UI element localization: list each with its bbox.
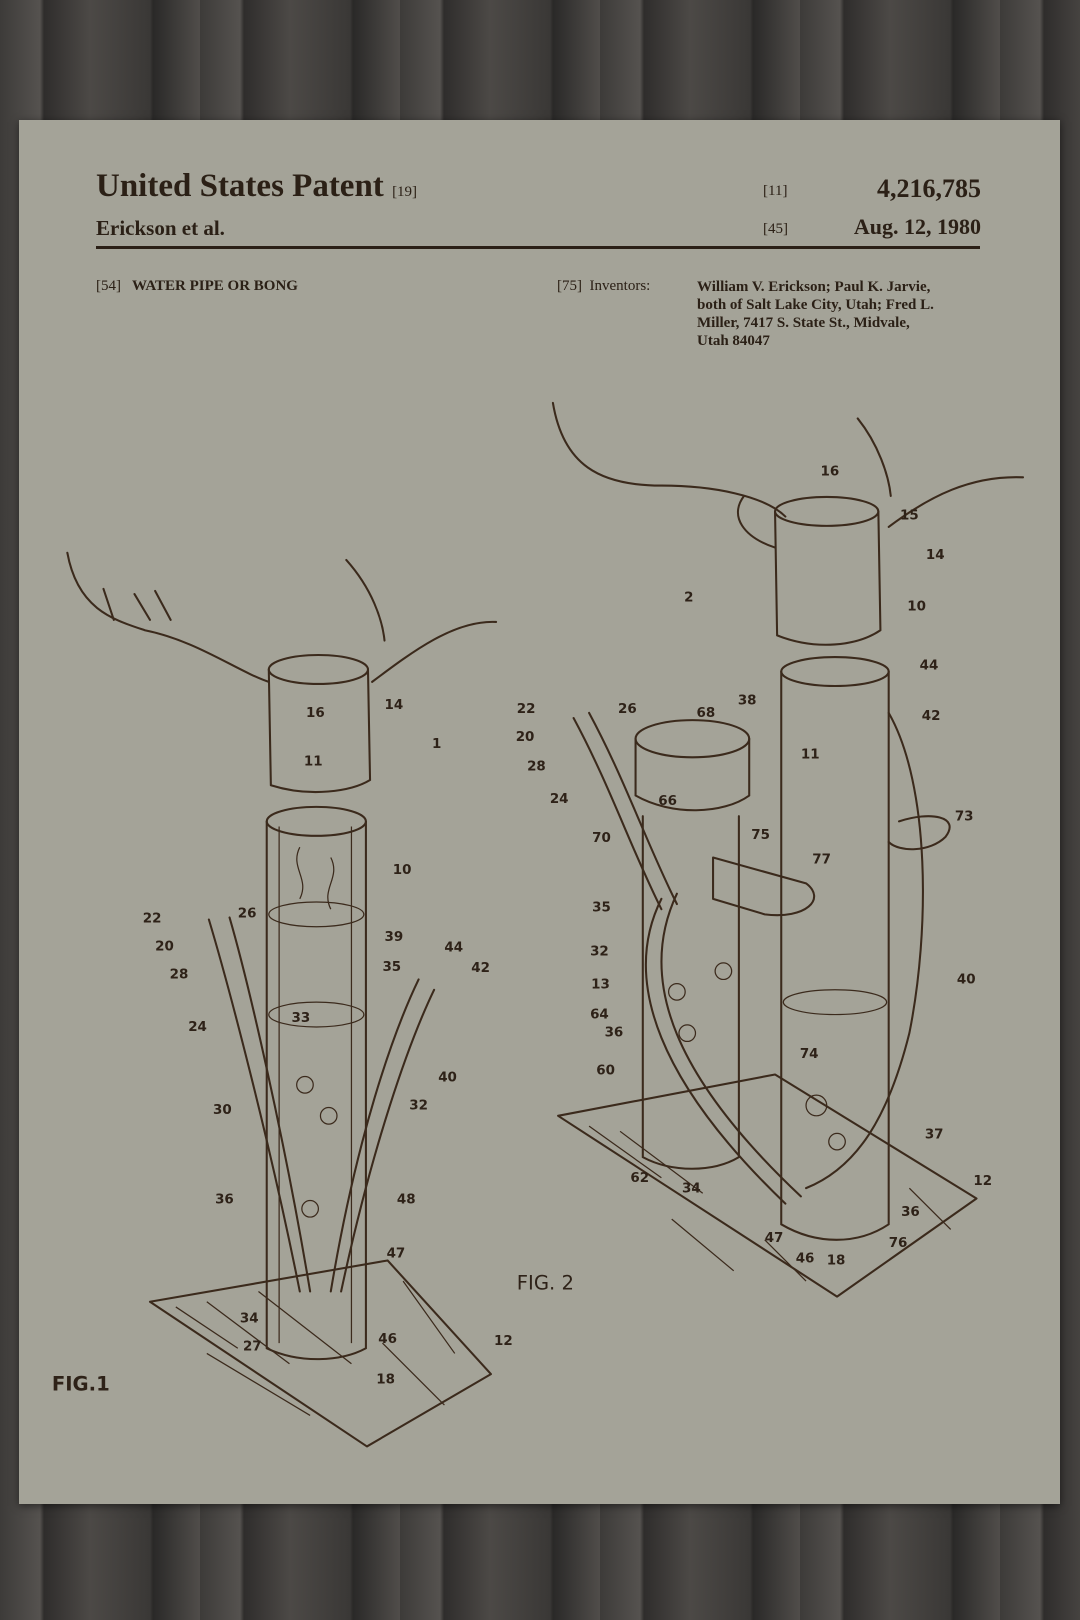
ref-label: 2	[684, 590, 693, 605]
ref-label: 24	[188, 1020, 207, 1035]
date-code: [45]	[763, 221, 788, 237]
number-code: [11]	[763, 183, 788, 199]
ref-label: 28	[527, 760, 546, 775]
ref-label: 44	[920, 658, 939, 673]
ref-label: 10	[393, 863, 412, 878]
ref-label: 46	[378, 1332, 397, 1347]
ref-label: 18	[376, 1372, 395, 1387]
ref-label: 10	[907, 600, 926, 615]
ref-label: 40	[957, 973, 976, 988]
patent-number: 4,216,785	[877, 174, 981, 203]
ref-label: 34	[682, 1181, 701, 1196]
figure-1-caption: FIG.1	[52, 1373, 110, 1396]
ref-label: 12	[494, 1334, 513, 1349]
ref-label: 62	[630, 1171, 649, 1186]
ref-label: 48	[397, 1193, 416, 1208]
ref-label: 28	[170, 967, 189, 982]
ref-label: 34	[240, 1311, 259, 1326]
ref-label: 47	[765, 1231, 784, 1246]
ref-label: 77	[812, 853, 831, 868]
figure-1-drawing	[66, 551, 498, 1448]
ref-label: 32	[409, 1099, 428, 1114]
patent-title: United States Patent [19]	[96, 168, 418, 204]
ref-label: 40	[438, 1071, 457, 1086]
ref-label: 27	[243, 1339, 262, 1354]
ref-label: 12	[973, 1174, 992, 1189]
ref-label: 24	[550, 792, 569, 807]
ref-label: 32	[590, 945, 609, 960]
ref-label: 16	[821, 464, 840, 479]
ref-label: 1	[432, 737, 441, 752]
ref-label: 47	[387, 1246, 406, 1261]
ref-label: 35	[592, 900, 611, 915]
ref-label: 42	[471, 961, 490, 976]
ref-label: 39	[385, 930, 404, 945]
figure-2-caption: FIG. 2	[517, 1271, 574, 1294]
figure-2-drawing	[551, 401, 1025, 1298]
assignee: Erickson et al.	[96, 216, 225, 240]
ref-label: 14	[385, 698, 404, 713]
ref-label: 70	[592, 831, 611, 846]
ref-label: 36	[605, 1025, 624, 1040]
ref-label: 13	[591, 978, 610, 993]
ref-label: 11	[801, 747, 820, 762]
inventors-list: William V. Erickson; Paul K. Jarvie,both…	[697, 279, 934, 349]
ref-label: 76	[889, 1236, 908, 1251]
ref-label: 46	[796, 1252, 815, 1267]
ref-label: 14	[926, 548, 945, 563]
ref-label: 38	[738, 694, 757, 709]
ref-label: 18	[827, 1254, 846, 1269]
ref-label: 74	[800, 1047, 819, 1062]
patent-date: Aug. 12, 1980	[853, 214, 981, 239]
ref-label: 37	[925, 1128, 944, 1143]
ref-label: 68	[697, 706, 716, 721]
ref-label: 15	[900, 509, 919, 524]
ref-label: 11	[304, 755, 323, 770]
ref-label: 73	[955, 809, 974, 824]
ref-label: 35	[382, 960, 401, 975]
ref-label: 44	[444, 941, 463, 956]
ref-label: 30	[213, 1103, 232, 1118]
ref-label: 75	[751, 828, 770, 843]
ref-label: 64	[590, 1008, 609, 1023]
ref-label: 22	[517, 702, 536, 717]
ref-label: 33	[292, 1011, 311, 1026]
inventors-label: [75] Inventors:	[557, 278, 651, 294]
header-rule	[96, 246, 980, 249]
ref-label: 26	[238, 906, 257, 921]
ref-label: 20	[155, 940, 174, 955]
ref-label: 42	[922, 709, 941, 724]
ref-label: 20	[516, 730, 535, 745]
patent-sheet	[19, 120, 1060, 1504]
ref-label: 66	[658, 794, 677, 809]
figure-1-labels: 14 16 11 1 10 22 26 20 28 39 44 42 35 24…	[52, 698, 513, 1396]
invention-title: [54] WATER PIPE OR BONG	[96, 278, 298, 294]
ref-label: 26	[618, 702, 637, 717]
figure-2-labels: 16 15 14 2 10 44 42 38 22 26 68 20 28 11…	[516, 464, 992, 1294]
ref-label: 36	[901, 1205, 920, 1220]
ref-label: 16	[306, 706, 325, 721]
ref-label: 36	[215, 1193, 234, 1208]
ref-label: 22	[143, 912, 162, 927]
ref-label: 60	[596, 1063, 615, 1078]
